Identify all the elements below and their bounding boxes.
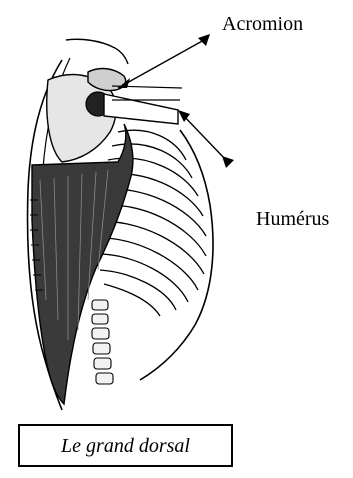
humerus-label: Humérus xyxy=(256,208,329,230)
acromion-label: Acromion xyxy=(222,13,303,35)
caption-box: Le grand dorsal xyxy=(18,424,233,467)
acromion-pointer-flag xyxy=(198,34,210,46)
vertebral-column xyxy=(92,300,113,384)
acromion-pointer-line xyxy=(118,40,204,88)
humerus-pointer-flag xyxy=(222,156,234,168)
latissimus-dorsi-muscle xyxy=(32,124,133,404)
neck-outline xyxy=(66,39,128,64)
chest-outline xyxy=(140,130,213,380)
figure-caption: Le grand dorsal xyxy=(61,435,190,457)
humerus-pointer-line xyxy=(180,112,226,160)
